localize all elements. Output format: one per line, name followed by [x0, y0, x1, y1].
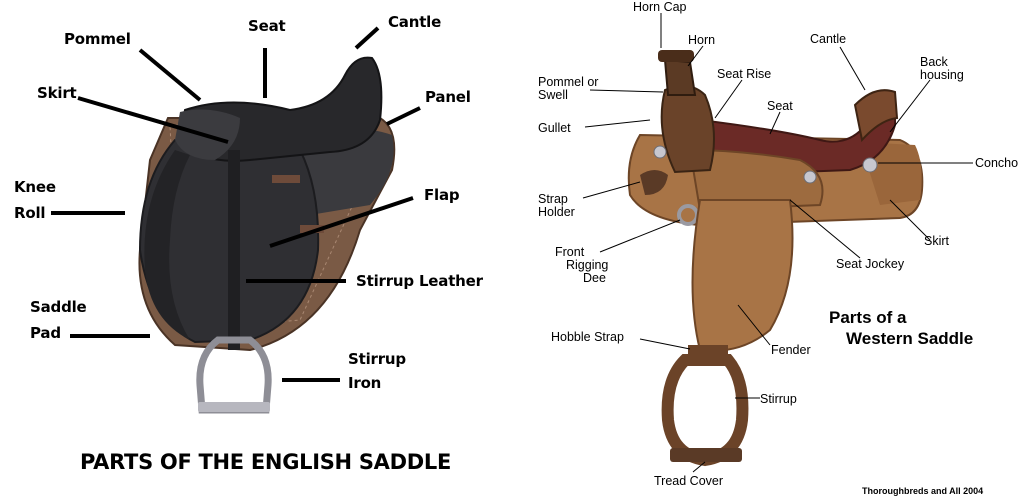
western-horn-cap — [658, 50, 694, 62]
label-cantle-western: Cantle — [810, 32, 846, 46]
label-flap: Flap — [424, 186, 459, 204]
label-stirrup-iron-line1: Stirrup — [348, 350, 406, 368]
label-tread-cover: Tread Cover — [654, 474, 723, 488]
western-fender — [693, 200, 793, 351]
western-title-line1: Parts of a — [829, 308, 906, 328]
credit-text: Thoroughbreds and All 2004 — [862, 486, 983, 496]
label-horn: Horn — [688, 33, 715, 47]
label-strap-holder-line1: Strap — [538, 192, 568, 206]
western-stirrup — [668, 360, 743, 460]
label-seat: Seat — [248, 17, 285, 35]
label-panel: Panel — [425, 88, 471, 106]
label-back-housing-line2: housing — [920, 68, 964, 82]
label-saddle-pad-line2: Pad — [30, 324, 61, 342]
label-stirrup-iron-line2: Iron — [348, 374, 381, 392]
label-fender: Fender — [771, 343, 811, 357]
label-front-rigging-line1: Front — [555, 245, 584, 259]
label-back-housing-line1: Back — [920, 55, 948, 69]
label-concho: Concho — [975, 156, 1018, 170]
label-knee-roll-line1: Knee — [14, 178, 56, 196]
label-front-rigging-line3: Dee — [583, 271, 606, 285]
western-tread-cover — [670, 448, 742, 462]
label-hobble-strap: Hobble Strap — [551, 330, 624, 344]
label-front-rigging-line2: Rigging — [566, 258, 608, 272]
label-pommel: Pommel — [64, 30, 131, 48]
western-horn — [665, 60, 695, 95]
label-strap-holder-line2: Holder — [538, 205, 575, 219]
label-gullet: Gullet — [538, 121, 571, 135]
english-title: PARTS OF THE ENGLISH SADDLE — [80, 450, 451, 474]
label-seat-western: Seat — [767, 99, 793, 113]
label-stirrup-leather: Stirrup Leather — [356, 272, 483, 290]
western-title-line2: Western Saddle — [846, 329, 973, 349]
western-concho — [863, 158, 877, 172]
label-skirt: Skirt — [37, 84, 77, 102]
english-stirrup-leather — [228, 150, 240, 350]
label-stirrup-western: Stirrup — [760, 392, 797, 406]
label-saddle-pad-line1: Saddle — [30, 298, 87, 316]
label-skirt-western: Skirt — [924, 234, 949, 248]
label-pommel-line2: Swell — [538, 88, 568, 102]
western-pommel — [662, 86, 714, 172]
label-horn-cap: Horn Cap — [633, 0, 687, 14]
label-knee-roll-line2: Roll — [14, 204, 45, 222]
label-cantle: Cantle — [388, 13, 441, 31]
label-seat-jockey: Seat Jockey — [836, 257, 904, 271]
label-seat-rise: Seat Rise — [717, 67, 771, 81]
label-pommel-line1: Pommel or — [538, 75, 598, 89]
english-stirrup-iron — [200, 340, 268, 410]
